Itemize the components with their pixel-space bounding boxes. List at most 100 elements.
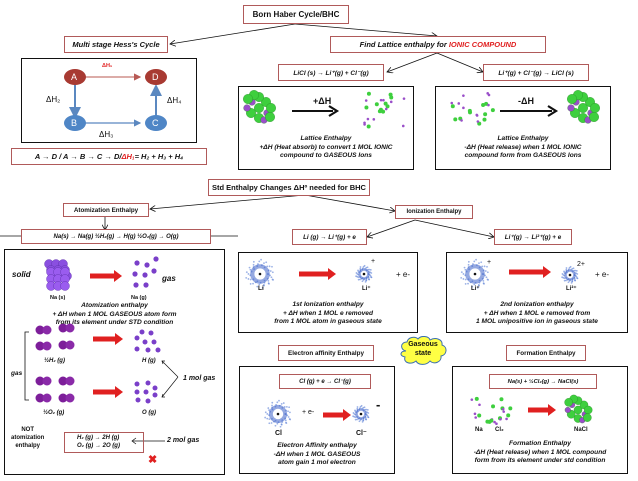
node-c xyxy=(145,115,167,131)
formation-arrow-head xyxy=(548,404,556,416)
one-mol-pointer-heads xyxy=(161,360,165,398)
o-gas-atom xyxy=(152,385,158,391)
o-gas-atom xyxy=(152,392,158,398)
o-gas-atom xyxy=(145,380,151,386)
ionization-second-equation: Li⁺(g) → Li²⁺(g) + e xyxy=(494,229,572,245)
lattice-dissociation-graphic xyxy=(243,90,406,129)
atomization-box: solid gas Na (s) Na (g) Atomization enth… xyxy=(4,249,225,475)
second-ionization-description: 2nd Ionization enthalpy+ ΔH when 1 MOL e… xyxy=(476,301,598,325)
half-o2-label: ½O₂ (g) xyxy=(43,410,65,416)
diatomic-atom xyxy=(65,340,75,350)
title-label: Born Haber Cycle/BHC xyxy=(243,5,349,24)
li-2plus-orbital xyxy=(561,265,579,284)
two-mol-pointer-head xyxy=(131,437,137,445)
diatomic-atom xyxy=(42,376,52,386)
gas-label: gas xyxy=(162,274,176,283)
h-gas-atom xyxy=(155,347,161,353)
gas-bracket-label: gas xyxy=(11,370,23,377)
ionization-arrow-2 xyxy=(509,269,544,275)
lattice-label: Find Lattice enthalpy for IONIC COMPOUND xyxy=(330,36,546,53)
nacl-lattice-cluster xyxy=(564,394,593,424)
h-gas-atom xyxy=(142,339,148,345)
formation-arrow xyxy=(528,407,549,413)
na-gas-atom xyxy=(151,268,157,274)
na-gas-atom xyxy=(133,282,139,288)
node-a-label: A xyxy=(71,72,78,82)
arrow-to-ion2 xyxy=(414,219,494,237)
equation-dh1: ΔH₁ xyxy=(121,152,135,161)
li-atom-label: Li xyxy=(258,285,264,292)
dh1-label: ΔH₁ xyxy=(102,63,113,69)
heat-absorb-arrow-head xyxy=(328,105,340,117)
lattice-label-prefix: Find Lattice enthalpy for xyxy=(359,40,447,49)
h-gas-atom xyxy=(139,329,145,335)
lattice-left-arrow-label: +ΔH xyxy=(313,96,332,106)
formation-equation: Na(s) + ½Cl₂(g) → NaCl(s) xyxy=(489,374,597,389)
atomization-arrow-na-head xyxy=(114,270,122,282)
electron-affinity-description: Electron Affinity enthalpy-ΔH when 1 MOL… xyxy=(273,442,361,466)
atomization-description: Atomization enthalpy+ ΔH when 1 MOL GASE… xyxy=(52,302,177,326)
ionic-lattice-cluster xyxy=(567,90,600,124)
diatomic-atom xyxy=(58,323,68,333)
not-atomization-box: H₂ (g) → 2H (g) O₂ (g) → 2O (g) xyxy=(64,432,144,453)
lattice-left-box: +ΔH Lattice Enthalpy+ΔH (Heat absorb) to… xyxy=(238,86,414,170)
na-gas-atom xyxy=(134,260,140,266)
h-gas-atom xyxy=(134,335,140,341)
gaseous-ions xyxy=(450,92,495,126)
electron-affinity-equation: Cl (g) + e → Cl⁻(g) xyxy=(279,374,371,389)
lattice-left-equation: LiCl (s) → Li⁺(g) + Cl⁻(g) xyxy=(278,64,384,81)
two-mol-gas-label: 2 mol gas xyxy=(167,437,200,444)
atomization-arrow-o xyxy=(93,389,116,395)
plus-electron-label: + e- xyxy=(302,409,315,416)
node-c-label: C xyxy=(152,118,159,128)
arrow-to-atomization xyxy=(150,194,306,209)
li-atom-orbital xyxy=(245,258,275,289)
second-ionization-box: Li⁺ + 2+ Li²⁺ + e- 2nd Ionization enthal… xyxy=(446,252,628,333)
formation-label: Formation Enthalpy xyxy=(506,345,586,361)
arrow-to-ionization xyxy=(304,194,395,211)
electron-label: + e- xyxy=(396,270,411,279)
ionization-arrow-1 xyxy=(299,271,329,277)
li-2plus-label: Li²⁺ xyxy=(566,286,577,292)
cl-ion-charge: - xyxy=(376,397,381,412)
lattice-right-box: -ΔH Lattice Enthalpy-ΔH (Heat release) w… xyxy=(435,86,611,170)
one-mol-pointer xyxy=(161,360,179,398)
node-b xyxy=(64,115,86,131)
gaseous-state-label: Gaseous state xyxy=(408,341,438,357)
formation-box: Na(s) + ½Cl₂(g) → NaCl(s) Na Cl₂ NaCl Fo… xyxy=(452,366,628,474)
h-gas-atom xyxy=(148,330,154,336)
gas-bracket xyxy=(24,331,29,401)
hess-equation: A → D / A → B → C → D/ ΔH₁ = H₂ + H₃ + H… xyxy=(11,148,207,165)
diatomic-atom xyxy=(35,376,45,386)
diatomic-atom xyxy=(35,325,45,335)
diatomic-atom xyxy=(58,376,68,386)
ionization-arrow-1-head xyxy=(328,268,336,280)
li-ion-charge: + xyxy=(371,258,376,265)
formation-description: Formation Enthalpy-ΔH (Heat release) whe… xyxy=(473,440,607,464)
diatomic-atom xyxy=(42,393,52,403)
hess-cycle-diagram xyxy=(64,69,167,131)
atomization-arrow-o-head xyxy=(115,386,123,398)
o-gas-atom xyxy=(135,397,141,403)
node-a xyxy=(64,69,86,85)
electron-affinity-graphic xyxy=(264,399,370,428)
diatomic-atom xyxy=(58,393,68,403)
ionic-lattice-cluster xyxy=(243,90,276,124)
electron-affinity-arrow-head xyxy=(343,409,351,421)
na-gas-atom xyxy=(132,271,138,277)
lattice-label-highlight: IONIC COMPOUND xyxy=(448,40,517,49)
first-ionization-description: 1st Ionization enthalpy+ ΔH when 1 MOL e… xyxy=(274,301,382,325)
o-gas-atom xyxy=(134,389,140,395)
o-gas-label: O (g) xyxy=(142,410,156,416)
dh3-label: ΔH₃ xyxy=(99,130,114,139)
cl-atom-label: Cl xyxy=(275,430,282,437)
electron-affinity-arrow xyxy=(323,412,344,418)
li-plus-atom-label: Li⁺ xyxy=(471,286,480,292)
electron-affinity-label: Electron affinity Enthalpy xyxy=(278,345,374,361)
o-gas-atom xyxy=(145,398,151,404)
hess-label: Multi stage Hess's Cycle xyxy=(64,36,168,53)
na-label: Na xyxy=(475,427,483,433)
o-gas-atom xyxy=(134,381,140,387)
na-gas-atom xyxy=(153,256,159,262)
